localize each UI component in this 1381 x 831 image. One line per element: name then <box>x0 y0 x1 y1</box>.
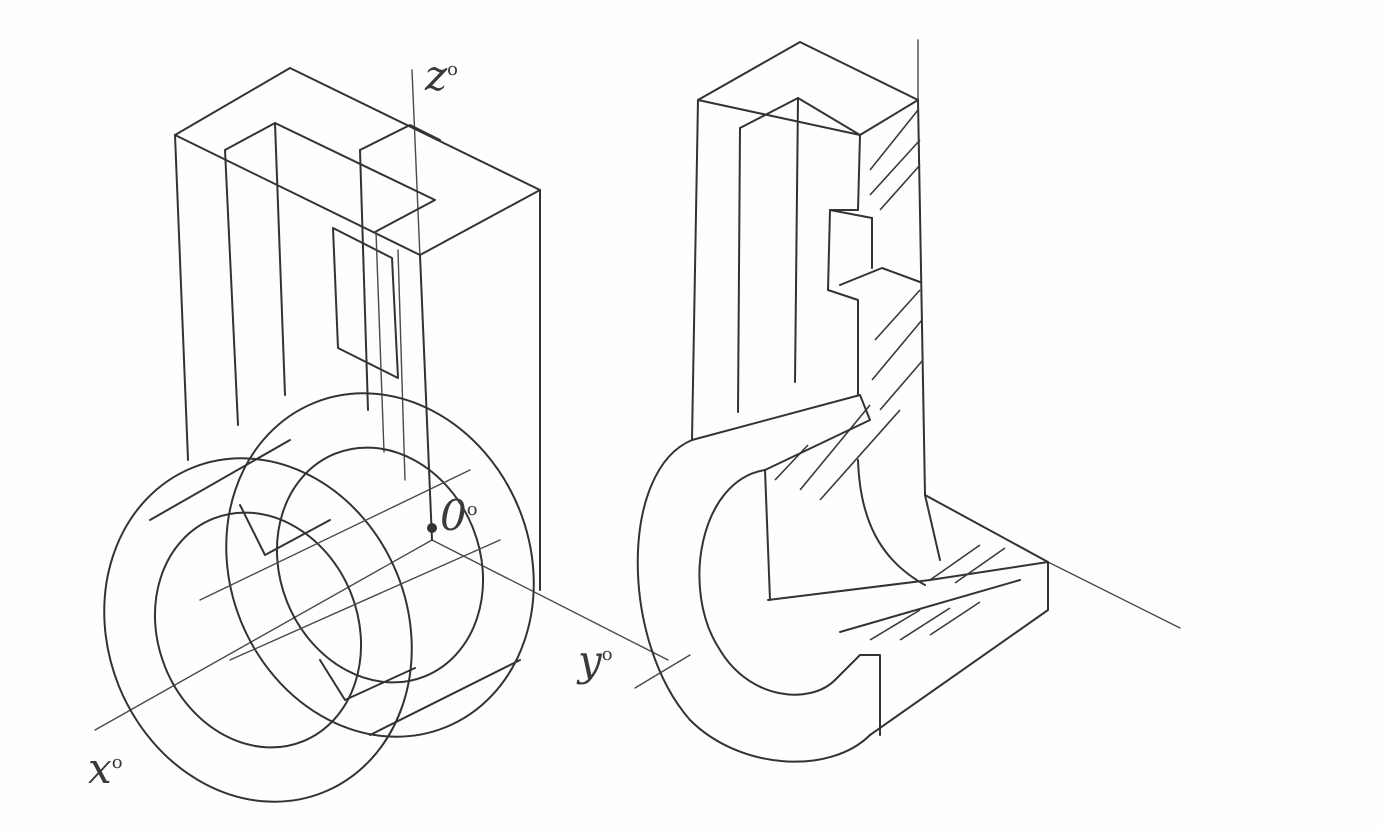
section-hatching-upright <box>774 109 924 501</box>
section-hatching-base <box>869 544 1006 641</box>
sectioned-isometric-part <box>634 39 1181 763</box>
x-axis-label: xo <box>88 744 123 793</box>
sectioned-base <box>636 394 1049 763</box>
z-axis-label: zo <box>425 51 458 100</box>
origin-point <box>427 523 437 533</box>
y-axis-extension <box>1047 561 1181 629</box>
sectioned-upright <box>691 41 926 496</box>
y-axis <box>431 539 669 661</box>
upright-block <box>174 67 541 591</box>
wireframe-isometric-part <box>94 67 669 803</box>
origin-label: 0o <box>440 491 478 540</box>
x-axis <box>94 539 433 731</box>
y-axis-label: yo <box>578 636 613 685</box>
cylinder-base <box>103 392 535 803</box>
